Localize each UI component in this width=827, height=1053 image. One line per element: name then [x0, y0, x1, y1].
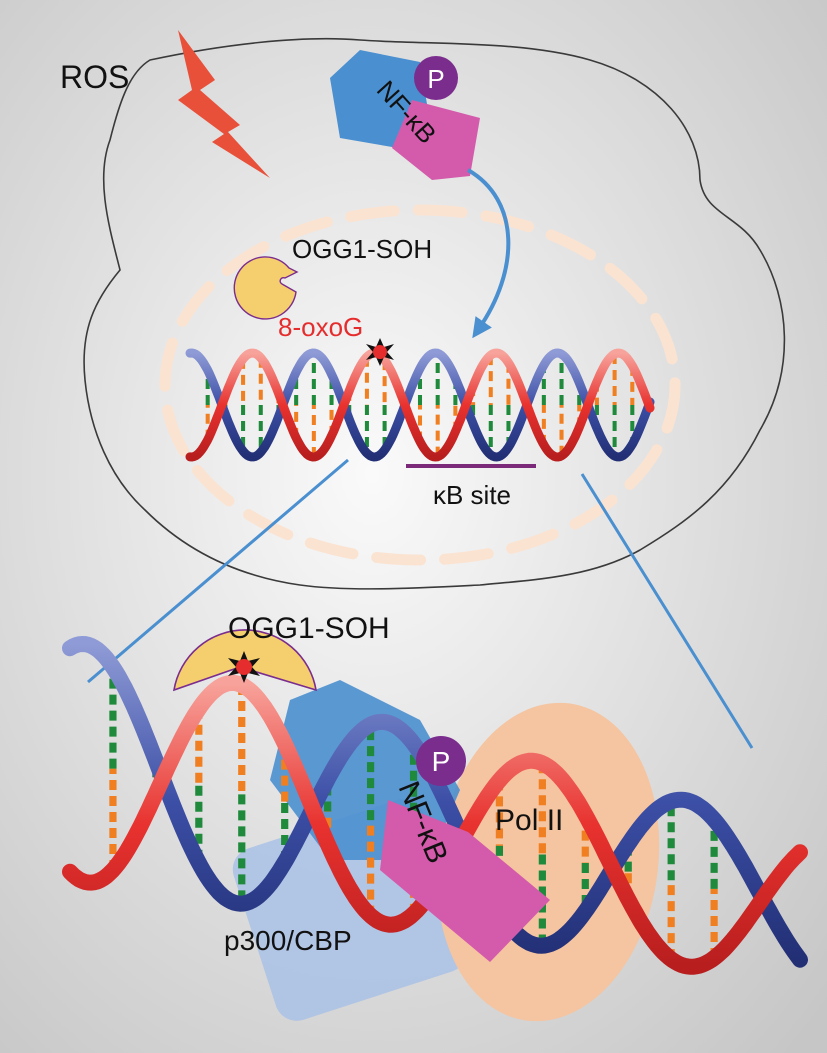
phospho-label-bottom: P — [432, 746, 451, 777]
nuclear-envelope — [159, 204, 681, 566]
ogg1-label-bottom: OGG1-SOH — [228, 612, 390, 645]
zoom-line-left — [87, 458, 349, 684]
translocation-arrow — [466, 168, 511, 339]
oxog-label: 8-oxoG — [278, 312, 363, 342]
dna-strand-blue — [185, 348, 655, 462]
lesion-star-icon — [366, 338, 394, 366]
zoom-line-right — [580, 473, 754, 749]
phospho-icon-bottom — [416, 736, 466, 786]
nfkb-pink-subunit — [392, 100, 480, 180]
nfkb-pink-subunit-bottom — [380, 800, 550, 962]
lightning-bolt-icon — [178, 30, 270, 178]
pol2-label: Pol II — [495, 804, 563, 837]
phospho-label-top: P — [427, 64, 444, 94]
dna-strand-red — [185, 348, 655, 462]
phospho-icon — [414, 56, 458, 100]
lesion-star-icon-bottom — [228, 651, 260, 683]
kb-site-label: κB site — [433, 480, 511, 510]
ogg1-label-top: OGG1-SOH — [292, 234, 432, 264]
ogg1-pacman-top — [233, 256, 299, 320]
cell-membrane — [83, 37, 786, 590]
p300-cbp-label: p300/CBP — [224, 925, 352, 956]
nfkb-complex-top: P NF-κB — [330, 50, 480, 180]
dna-helix-top — [185, 348, 655, 462]
ros-label: ROS — [60, 59, 129, 95]
